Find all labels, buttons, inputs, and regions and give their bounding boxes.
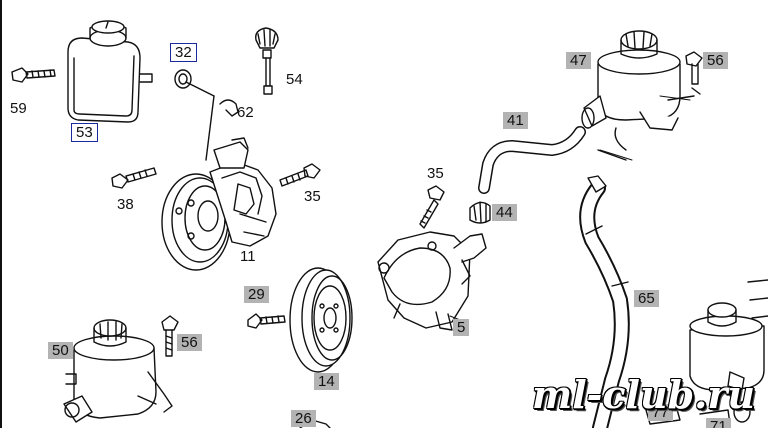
label-62: 62	[237, 104, 254, 121]
label-59: 59	[10, 100, 27, 117]
label-29: 29	[244, 286, 269, 303]
label-41: 41	[503, 112, 528, 129]
clip-62-drawing	[219, 99, 239, 117]
label-50: 50	[48, 342, 73, 359]
hose-65-drawing	[579, 149, 630, 428]
label-11: 11	[240, 248, 256, 265]
knob-54-drawing	[255, 27, 279, 95]
hose-41-drawing	[478, 126, 586, 194]
label-53: 53	[71, 123, 98, 142]
label-56-bottom: 56	[177, 334, 202, 351]
bolt-56b-drawing	[161, 315, 179, 357]
bolt-35a-drawing	[279, 163, 321, 187]
label-32: 32	[170, 43, 197, 62]
bolt-59-drawing	[11, 67, 56, 83]
bolt-35b-drawing	[419, 185, 445, 229]
watermark-text: ml-club.ru	[532, 372, 756, 417]
label-35-left: 35	[304, 188, 321, 205]
pulley-14-drawing	[289, 267, 353, 373]
label-35-center: 35	[427, 165, 444, 182]
washer-32-drawing	[174, 69, 215, 161]
pump-11-drawing	[161, 137, 277, 271]
bolt-29-drawing	[247, 313, 286, 329]
label-77: 77	[648, 404, 673, 421]
bolt-38-drawing	[111, 167, 157, 189]
label-47: 47	[566, 52, 591, 69]
seal-44-drawing	[469, 201, 491, 224]
label-26: 26	[291, 410, 316, 427]
label-65: 65	[634, 290, 659, 307]
label-38: 38	[117, 196, 134, 213]
label-71: 71	[706, 418, 731, 428]
pump-5-drawing	[377, 231, 487, 331]
label-44: 44	[492, 204, 517, 221]
reservoir-47-drawing	[581, 30, 681, 151]
reservoir-50-drawing	[63, 319, 173, 423]
label-54: 54	[286, 71, 303, 88]
label-14: 14	[314, 373, 339, 390]
label-5: 5	[453, 319, 470, 336]
label-56-top: 56	[703, 52, 728, 69]
reservoir-53-drawing	[67, 20, 153, 123]
bolt-56a-drawing	[667, 51, 703, 101]
